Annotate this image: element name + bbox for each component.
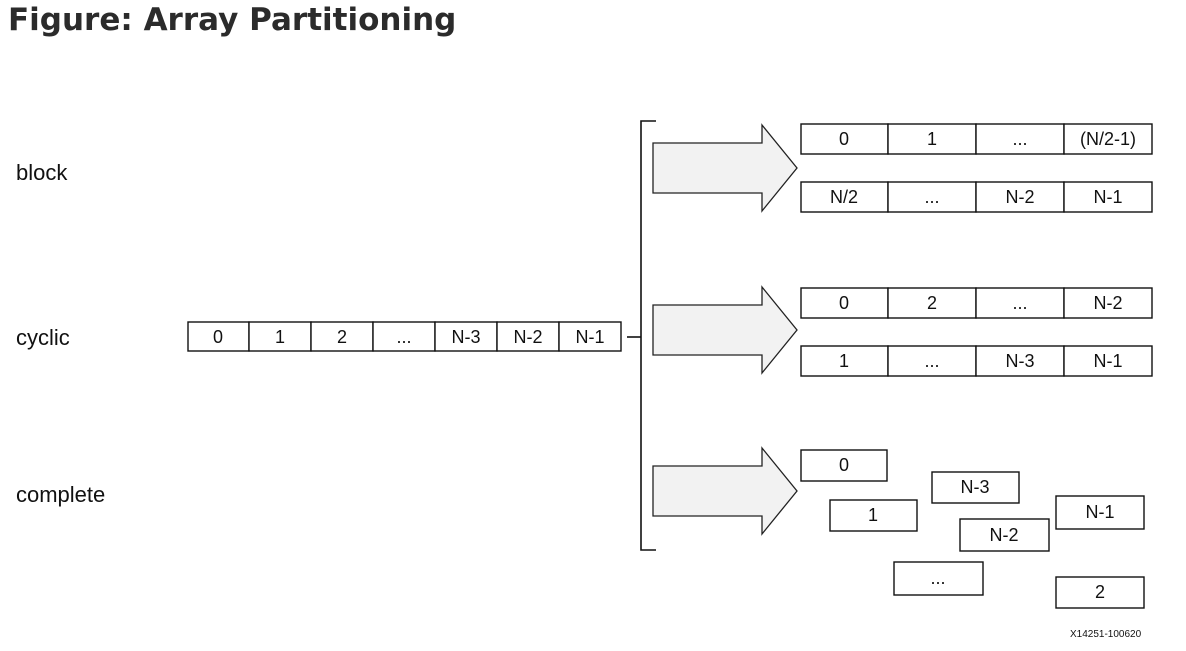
source-cell-label: N-3 <box>451 327 480 347</box>
block-cell: ... <box>975 123 1065 155</box>
cyclic-cell: 0 <box>800 287 889 319</box>
cyclic-row-2: 1 ... N-3 N-1 <box>800 345 1153 377</box>
cyclic-cell-label: ... <box>1012 293 1027 313</box>
complete-element: ... <box>893 561 984 596</box>
block-arrow-icon <box>652 123 798 213</box>
source-cell: 0 <box>187 321 250 352</box>
label-complete: complete <box>16 482 105 507</box>
block-cell: N/2 <box>800 181 889 213</box>
complete-element-label: 0 <box>839 455 849 475</box>
source-cell-label: N-2 <box>513 327 542 347</box>
cyclic-cell: N-3 <box>975 345 1065 377</box>
cyclic-cell-label: ... <box>924 351 939 371</box>
source-cell-label: 1 <box>275 327 285 347</box>
source-cell: N-1 <box>558 321 622 352</box>
complete-partition: 0 N-3 1 N-1 N-2 ... 2 <box>800 449 1145 609</box>
complete-element-label: 2 <box>1095 582 1105 602</box>
source-cell: ... <box>372 321 436 352</box>
source-cell: N-2 <box>496 321 560 352</box>
complete-element: 2 <box>1055 576 1145 609</box>
cyclic-cell: ... <box>975 287 1065 319</box>
block-cell-label: 1 <box>927 129 937 149</box>
block-row-1: 0 1 ... (N/2-1) <box>800 123 1153 155</box>
block-cell-label: N-2 <box>1005 187 1034 207</box>
block-cell-label: ... <box>924 187 939 207</box>
block-cell: (N/2-1) <box>1063 123 1153 155</box>
cyclic-partition: 0 2 ... N-2 1 ... <box>800 287 1153 377</box>
cyclic-cell: N-1 <box>1063 345 1153 377</box>
block-partition: 0 1 ... (N/2-1) N/2 ... <box>800 123 1153 213</box>
cyclic-cell-label: N-1 <box>1093 351 1122 371</box>
block-cell: ... <box>887 181 977 213</box>
source-cell-label: 2 <box>337 327 347 347</box>
complete-element-label: N-2 <box>989 525 1018 545</box>
complete-element: N-1 <box>1055 495 1145 530</box>
source-cell-label: N-1 <box>575 327 604 347</box>
block-cell: 0 <box>800 123 889 155</box>
cyclic-cell: 1 <box>800 345 889 377</box>
block-cell: N-1 <box>1063 181 1153 213</box>
block-cell-label: (N/2-1) <box>1080 129 1136 149</box>
cyclic-row-1: 0 2 ... N-2 <box>800 287 1153 319</box>
complete-element: N-3 <box>931 471 1020 504</box>
block-cell: 1 <box>887 123 977 155</box>
complete-element: 0 <box>800 449 888 482</box>
source-cell-label: 0 <box>213 327 223 347</box>
cyclic-cell-label: N-2 <box>1093 293 1122 313</box>
source-array: 0 1 2 ... N-3 N-2 N-1 <box>187 321 622 352</box>
cyclic-cell: 2 <box>887 287 977 319</box>
cyclic-cell-label: N-3 <box>1005 351 1034 371</box>
complete-element: N-2 <box>959 518 1050 552</box>
source-cell: N-3 <box>434 321 498 352</box>
complete-element-label: ... <box>930 568 945 588</box>
complete-arrow-icon <box>652 446 798 536</box>
label-cyclic: cyclic <box>16 325 70 350</box>
block-cell-label: 0 <box>839 129 849 149</box>
block-row-2: N/2 ... N-2 N-1 <box>800 181 1153 213</box>
complete-element-label: 1 <box>868 505 878 525</box>
cyclic-arrow-icon <box>652 285 798 375</box>
figure-title: Figure: Array Partitioning <box>8 2 457 38</box>
cyclic-cell: N-2 <box>1063 287 1153 319</box>
source-cell: 2 <box>310 321 374 352</box>
complete-element-label: N-3 <box>960 477 989 497</box>
block-cell: N-2 <box>975 181 1065 213</box>
block-cell-label: ... <box>1012 129 1027 149</box>
cyclic-cell-label: 0 <box>839 293 849 313</box>
partition-bracket <box>640 120 656 551</box>
cyclic-cell-label: 1 <box>839 351 849 371</box>
source-cell: 1 <box>248 321 312 352</box>
label-block: block <box>16 160 68 185</box>
block-cell-label: N-1 <box>1093 187 1122 207</box>
complete-element: 1 <box>829 499 918 532</box>
source-cell-label: ... <box>396 327 411 347</box>
cyclic-cell-label: 2 <box>927 293 937 313</box>
figure-id: X14251-100620 <box>1070 629 1142 640</box>
block-cell-label: N/2 <box>830 187 858 207</box>
cyclic-cell: ... <box>887 345 977 377</box>
complete-element-label: N-1 <box>1085 502 1114 522</box>
